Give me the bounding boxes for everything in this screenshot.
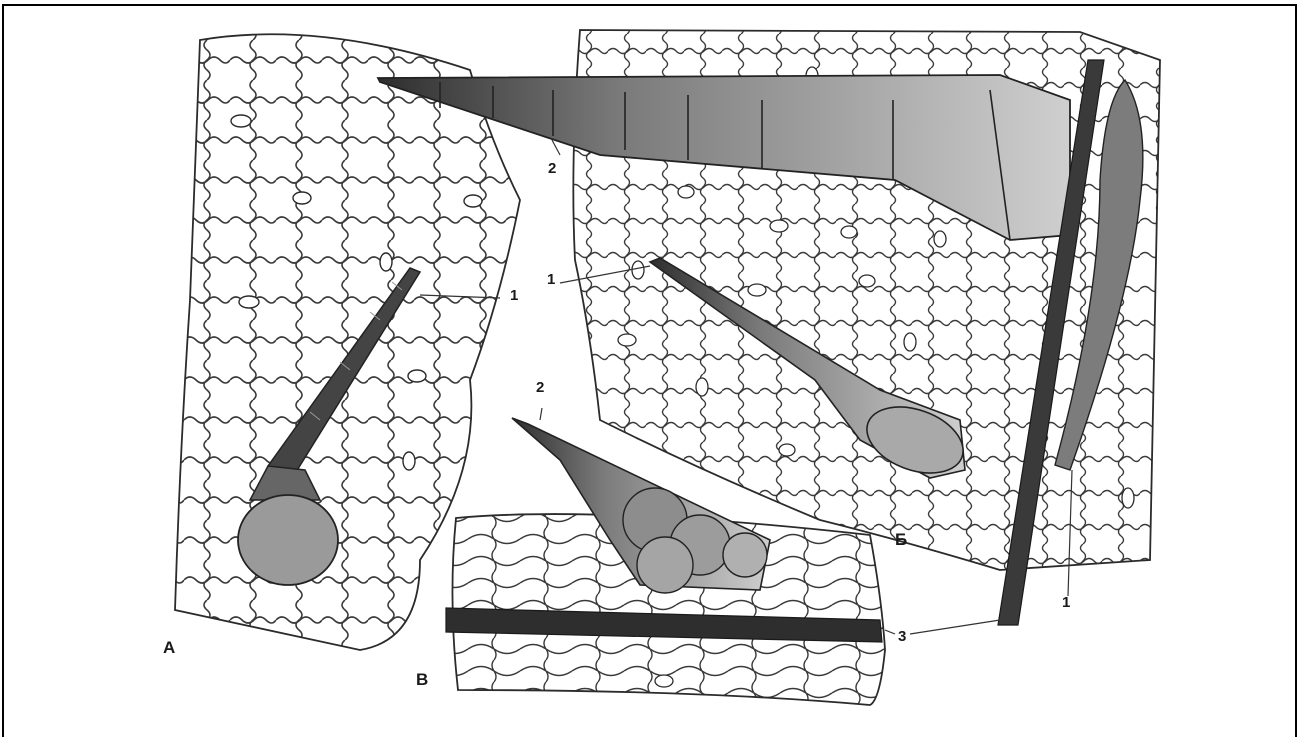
callout-vein-b: 1 [1062, 594, 1070, 611]
callout-vessel: 3 [898, 628, 906, 645]
panel-label-v: В [416, 670, 428, 690]
callout-trichome-a: 1 [510, 287, 518, 304]
panel-label-b: Б [895, 530, 907, 550]
callout-trichome-b-upper: 2 [548, 160, 556, 177]
panel-label-a: А [163, 638, 175, 658]
callout-trichome-b-middle: 1 [547, 271, 555, 288]
callout-trichome-v: 2 [536, 379, 544, 396]
